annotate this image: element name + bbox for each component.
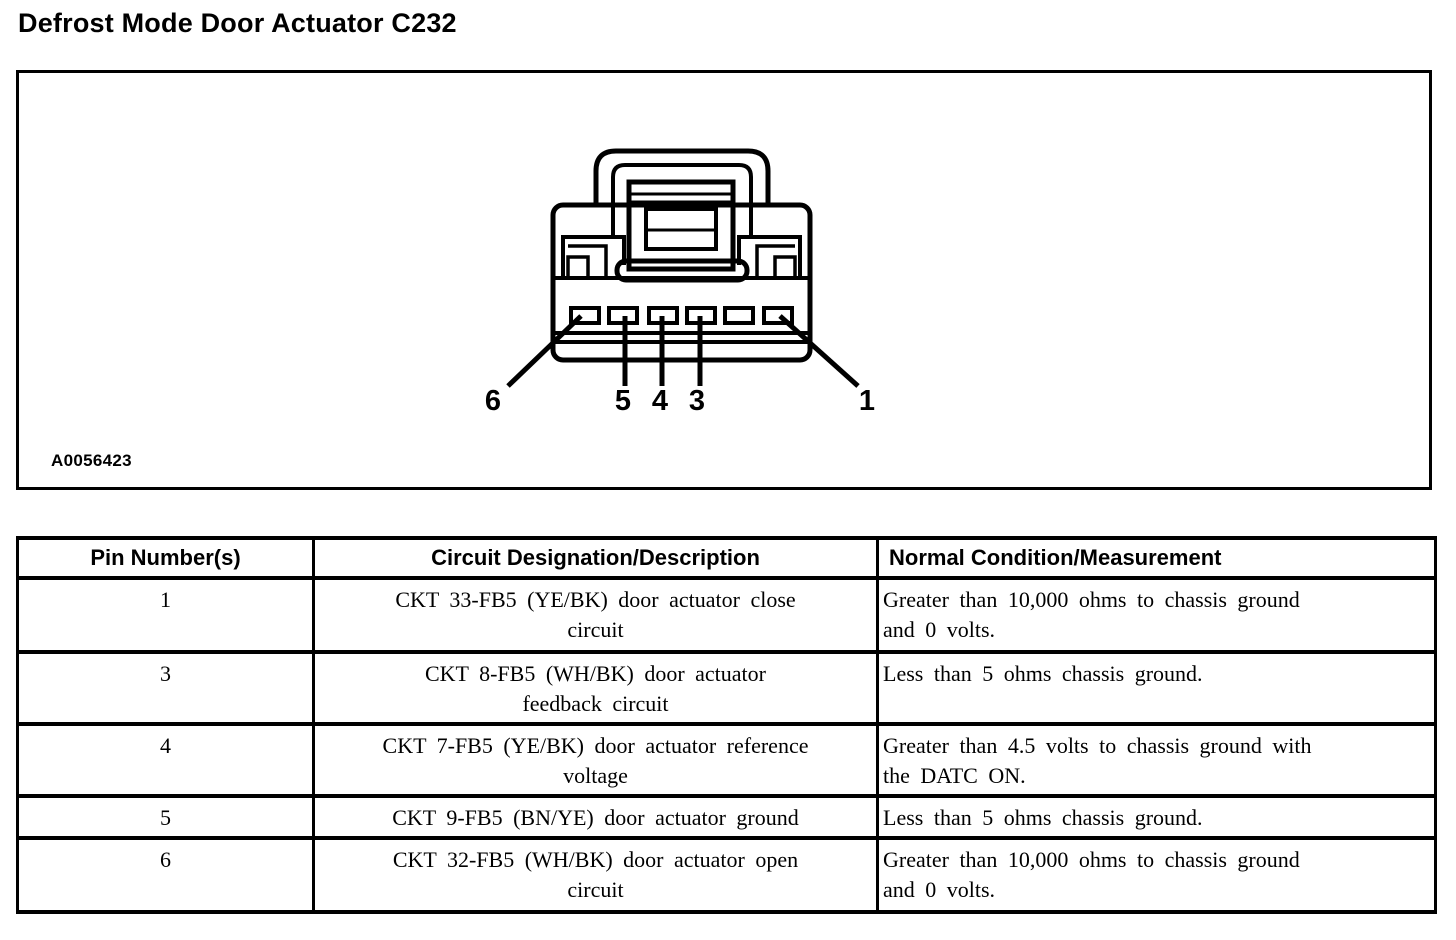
pin-slot-1 <box>762 306 794 325</box>
circuit-cell: CKT 33-FB5 (YE/BK) door actuator close c… <box>312 576 879 654</box>
pin-label-6: 6 <box>485 385 501 417</box>
table-row-pin-6: 6 CKT 32-FB5 (WH/BK) door actuator open … <box>16 836 1437 914</box>
table-header-row: Pin Number(s) Circuit Designation/Descri… <box>16 536 1437 580</box>
pin-label-5: 5 <box>615 385 631 417</box>
circuit-cell: CKT 8-FB5 (WH/BK) door actuator feedback… <box>312 650 879 726</box>
pin-table: Pin Number(s) Circuit Designation/Descri… <box>16 536 1437 914</box>
pin-label-1: 1 <box>859 385 875 417</box>
pin-number-cell: 4 <box>16 722 315 798</box>
pin-label-4: 4 <box>652 385 668 417</box>
connector-figure: 6 5 4 3 1 A0056423 <box>16 70 1432 490</box>
pin-number-cell: 6 <box>16 836 315 914</box>
pin-number-cell: 5 <box>16 794 315 840</box>
right-lock-step-square <box>773 255 797 278</box>
pin-number-cell: 1 <box>16 576 315 654</box>
header-circuit: Circuit Designation/Description <box>312 536 879 580</box>
header-condition: Normal Condition/Measurement <box>876 536 1437 580</box>
right-lock-step <box>737 235 802 278</box>
table-row-pin-5: 5 CKT 9-FB5 (BN/YE) door actuator ground… <box>16 794 1437 840</box>
left-lock-step-inner <box>568 244 608 278</box>
right-lock-step-inner <box>755 244 795 278</box>
table-row-pin-1: 1 CKT 33-FB5 (YE/BK) door actuator close… <box>16 576 1437 654</box>
left-lock-step <box>561 235 626 278</box>
pin-slot-2 <box>723 306 755 325</box>
leader-line-pin1 <box>778 314 860 388</box>
pin-number-cell: 3 <box>16 650 315 726</box>
condition-cell: Greater than 4.5 volts to chassis ground… <box>876 722 1437 798</box>
connector-body <box>550 202 813 363</box>
circuit-cell: CKT 7-FB5 (YE/BK) door actuator referenc… <box>312 722 879 798</box>
connector-tongue <box>626 179 736 272</box>
condition-cell: Greater than 10,000 ohms to chassis grou… <box>876 836 1437 914</box>
pin-label-3: 3 <box>689 385 705 417</box>
circuit-cell: CKT 32-FB5 (WH/BK) door actuator open ci… <box>312 836 879 914</box>
latch-inner-arch <box>611 163 753 237</box>
latch-outer-arch <box>593 148 771 207</box>
left-lock-step-square <box>566 255 590 278</box>
connector-diagram: 6 5 4 3 1 <box>485 148 875 417</box>
header-pin-number: Pin Number(s) <box>16 536 315 580</box>
condition-cell: Less than 5 ohms chassis ground. <box>876 794 1437 840</box>
pin-slot-6 <box>569 306 601 325</box>
page-title: Defrost Mode Door Actuator C232 <box>18 8 457 38</box>
leader-line-pin6 <box>506 314 583 388</box>
circuit-cell: CKT 9-FB5 (BN/YE) door actuator ground <box>312 794 879 840</box>
condition-cell: Less than 5 ohms chassis ground. <box>876 650 1437 726</box>
figure-code: A0056423 <box>51 451 132 470</box>
table-row-pin-3: 3 CKT 8-FB5 (WH/BK) door actuator feedba… <box>16 650 1437 726</box>
condition-cell: Greater than 10,000 ohms to chassis grou… <box>876 576 1437 654</box>
table-row-pin-4: 4 CKT 7-FB5 (YE/BK) door actuator refere… <box>16 722 1437 798</box>
